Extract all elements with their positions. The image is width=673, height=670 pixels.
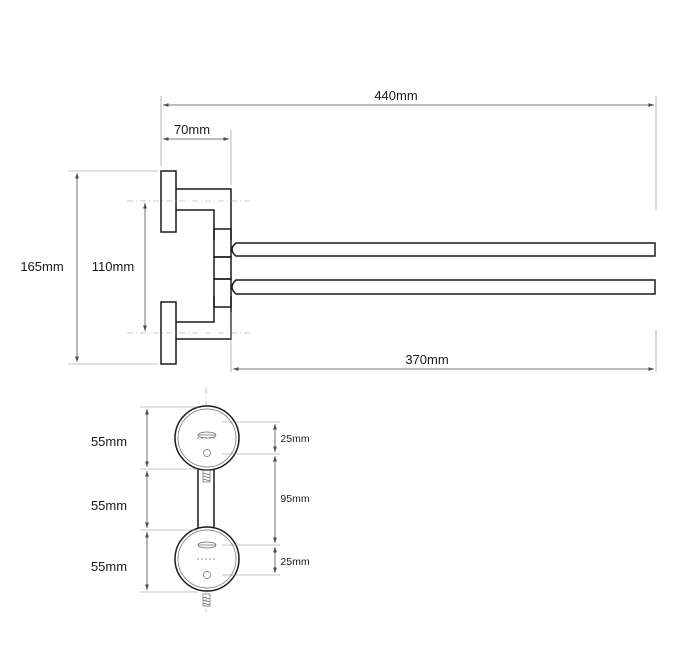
bottom-flange: [174, 526, 240, 592]
lower-bracket: [176, 296, 232, 340]
top-wall-plate: [160, 170, 177, 233]
top-flange-label: 55mm: [91, 434, 127, 449]
overall-height-label: 165mm: [20, 259, 63, 274]
middle-span-label: 55mm: [91, 498, 127, 513]
mount-depth-label: 70mm: [174, 122, 210, 137]
hole-spacing-label: 95mm: [280, 493, 309, 505]
overall-length-label: 440mm: [374, 88, 417, 103]
bottom-hole-offset-label: 25mm: [280, 556, 309, 568]
top-flange: [174, 405, 240, 471]
swivel-block-lower: [213, 278, 232, 308]
top-hole-offset-label: 25mm: [280, 433, 309, 445]
side-view: 440mm 70mm 165mm 110mm 370mm: [20, 88, 657, 372]
upper-bracket: [176, 188, 232, 240]
swivel-block-upper: [213, 228, 232, 258]
upper-arm: [231, 242, 656, 257]
lower-arm: [231, 279, 656, 295]
arm-length-label: 370mm: [405, 352, 448, 367]
bottom-flange-label: 55mm: [91, 559, 127, 574]
mount-spacing-label: 110mm: [92, 259, 134, 274]
upper-screw-icon: [202, 469, 211, 483]
swivel-block-middle: [213, 256, 232, 280]
front-view: 55mm 55mm 55mm 25mm 95mm 25mm: [91, 388, 310, 612]
lower-screw-icon: [202, 593, 211, 607]
